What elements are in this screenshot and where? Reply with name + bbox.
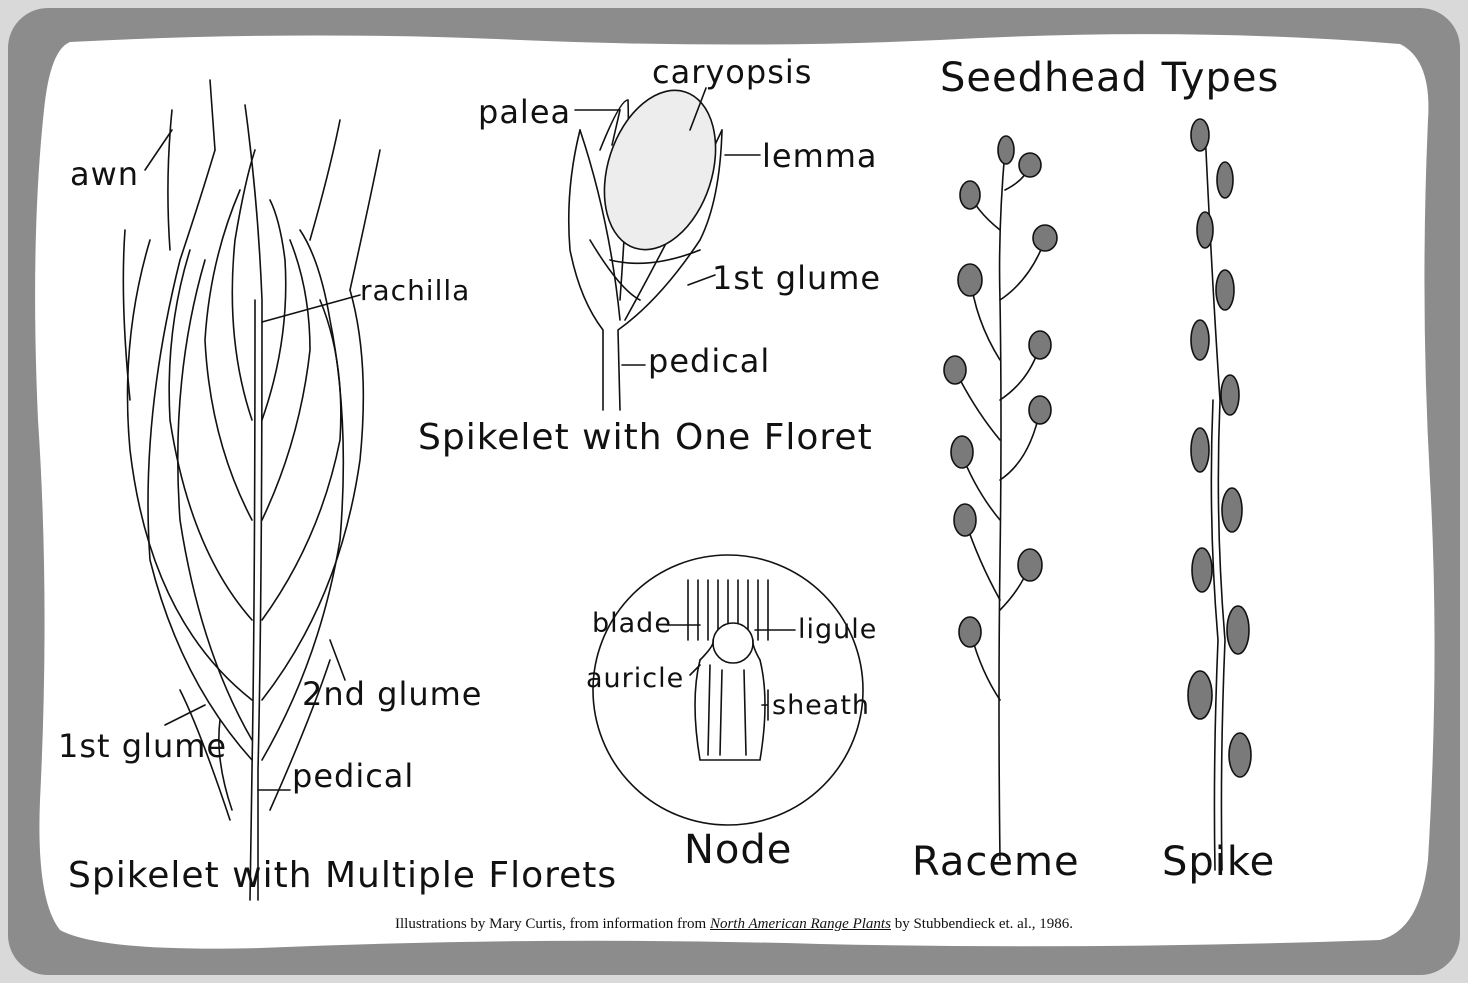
caption-spike: Spike [1162,842,1275,882]
seedhead-title: Seedhead Types [940,58,1279,98]
caption-node: Node [684,830,792,870]
label-ligule: ligule [798,616,877,643]
caption-one-floret: Spikelet with One Floret [418,420,873,456]
label-pedical-multiple: pedical [292,760,414,792]
caption-multiple-florets: Spikelet with Multiple Florets [68,858,617,894]
credit-book-title: North American Range Plants [710,916,891,932]
label-rachilla: rachilla [360,277,470,305]
label-auricle: auricle [586,665,684,692]
credit-prefix: Illustrations by Mary Curtis, from infor… [395,916,710,932]
label-2nd-glume: 2nd glume [302,678,482,710]
credit-line: Illustrations by Mary Curtis, from infor… [0,916,1468,933]
caption-raceme: Raceme [912,842,1080,882]
label-caryopsis: caryopsis [652,56,812,88]
label-lemma: lemma [762,140,878,172]
label-pedical-one: pedical [648,345,770,377]
label-blade: blade [592,610,672,637]
label-awn: awn [70,158,139,190]
credit-suffix: by Stubbendieck et. al., 1986. [891,916,1073,932]
label-palea: palea [478,96,571,128]
label-sheath: sheath [772,692,870,719]
label-1st-glume-one: 1st glume [712,262,881,294]
label-1st-glume: 1st glume [58,730,227,762]
